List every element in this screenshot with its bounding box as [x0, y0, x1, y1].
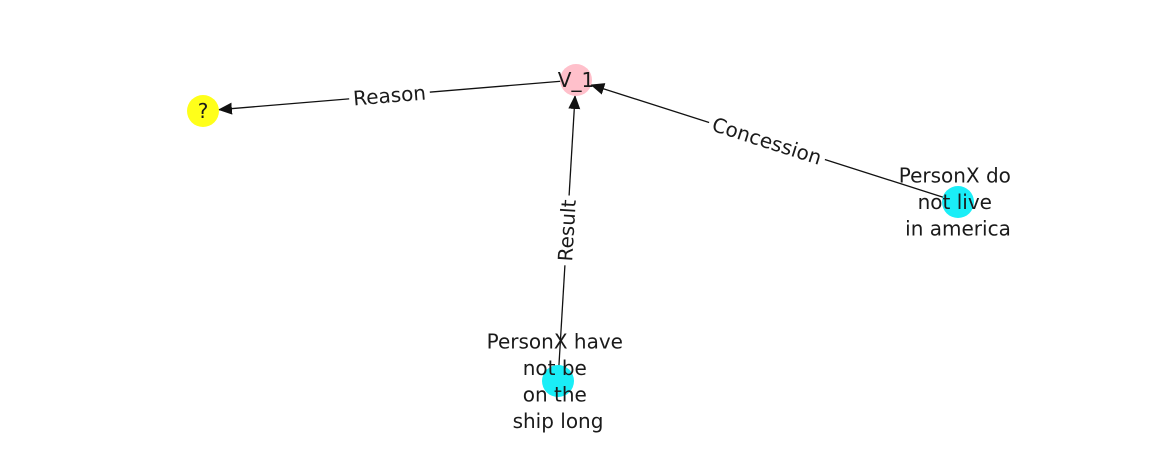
node-v1-circle — [560, 64, 592, 96]
edge-labels: Reason Concession Result — [348, 79, 829, 267]
node-personx-ship-label-line: on the — [523, 382, 587, 406]
node-question-label: ? — [198, 99, 209, 123]
edge-result-label: Result — [551, 194, 583, 267]
node-personx-america-label-line: not live — [918, 190, 992, 214]
node-question-label-line: ? — [198, 99, 209, 123]
node-personx-ship-circle — [542, 365, 574, 397]
edge-reason-label: Reason — [348, 79, 431, 112]
node-personx-america-circle — [942, 186, 974, 218]
node-personx-ship-label-line: ship long — [513, 409, 604, 433]
nodes — [187, 64, 974, 397]
node-personx-ship-label: PersonX have not be on the ship long — [487, 329, 630, 433]
node-personx-america-label-line: PersonX do — [899, 164, 1011, 188]
node-personx-ship-label-line: not be — [523, 356, 587, 380]
node-personx-america-label-line: in america — [905, 217, 1011, 241]
node-v1-label: V_1 — [558, 68, 594, 92]
node-question-circle — [187, 95, 219, 127]
node-personx-ship-label-line: PersonX have — [487, 329, 623, 353]
node-personx-america-label: PersonX do not live in america — [899, 164, 1018, 241]
node-labels: V_1 ? PersonX do not live in america Per… — [198, 68, 1018, 433]
edge-concession-label: Concession — [705, 110, 829, 172]
edge-result-label-text: Result — [553, 199, 581, 262]
node-v1-label-line: V_1 — [558, 68, 594, 92]
